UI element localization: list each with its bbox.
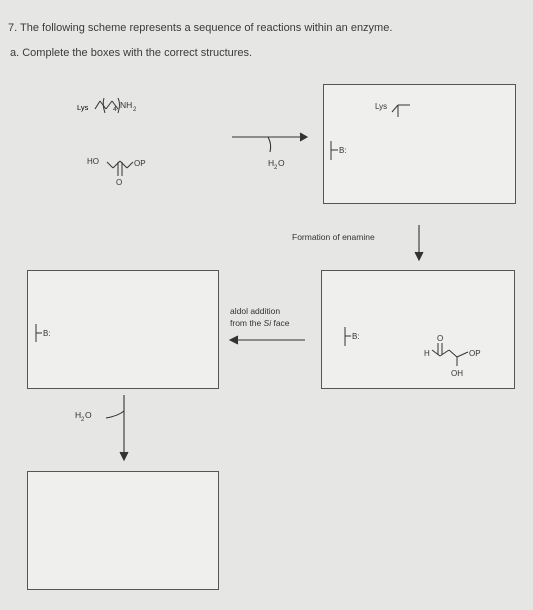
base-label-top: B: bbox=[339, 146, 347, 155]
lys-label-right: Lys bbox=[375, 102, 387, 111]
formation-enamine-label: Formation of enamine bbox=[292, 232, 375, 242]
answer-box-enzyme-lys[interactable] bbox=[323, 84, 516, 204]
ho-label: HO bbox=[87, 157, 99, 166]
carbonyl-o-left: O bbox=[116, 178, 122, 187]
base-label-middle-left: B: bbox=[43, 329, 51, 338]
aldol-label-line1: aldol addition bbox=[230, 306, 280, 316]
gap-structure bbox=[431, 343, 469, 366]
h2o-label-top: H bbox=[268, 158, 274, 168]
svg-text:O: O bbox=[278, 158, 285, 168]
svg-text:2: 2 bbox=[274, 165, 278, 171]
lys-label-left: Lys bbox=[77, 103, 89, 112]
oh-label: OH bbox=[451, 369, 463, 378]
svg-text:2: 2 bbox=[81, 417, 85, 423]
enzyme-base-middle-right bbox=[344, 327, 351, 346]
enzyme-base-middle-left bbox=[35, 324, 42, 342]
chain-count: 4 bbox=[113, 106, 117, 113]
svg-text:O: O bbox=[85, 410, 92, 420]
aldol-label-line2: from the Si face bbox=[230, 318, 290, 328]
nh2-label: NH bbox=[120, 100, 132, 110]
o-label-aldehyde: O bbox=[437, 334, 443, 343]
dhap-structure bbox=[106, 160, 134, 176]
answer-box-hydrolysis-product[interactable] bbox=[27, 471, 219, 590]
arrow-down-right bbox=[414, 225, 424, 262]
arrow-down-bottom bbox=[105, 395, 129, 462]
lysine-side-chain bbox=[94, 97, 120, 114]
answer-box-aldol-product[interactable] bbox=[27, 270, 219, 389]
arrow-top bbox=[232, 132, 309, 153]
enzyme-base-top bbox=[330, 141, 338, 160]
question-part-a: a. Complete the boxes with the correct s… bbox=[10, 47, 253, 59]
h2o-label-bottom: H bbox=[75, 410, 81, 420]
answer-box-enamine[interactable] bbox=[321, 270, 515, 389]
base-label-middle-right: B: bbox=[352, 332, 360, 341]
lys-top-right bbox=[391, 104, 410, 117]
op-label-left: OP bbox=[134, 159, 146, 168]
h-label-aldehyde: H bbox=[424, 349, 430, 358]
op-label-right: OP bbox=[469, 349, 481, 358]
question-title: 7. The following scheme represents a seq… bbox=[8, 22, 393, 34]
svg-text:2: 2 bbox=[133, 107, 137, 113]
arrow-left-middle bbox=[228, 335, 305, 345]
